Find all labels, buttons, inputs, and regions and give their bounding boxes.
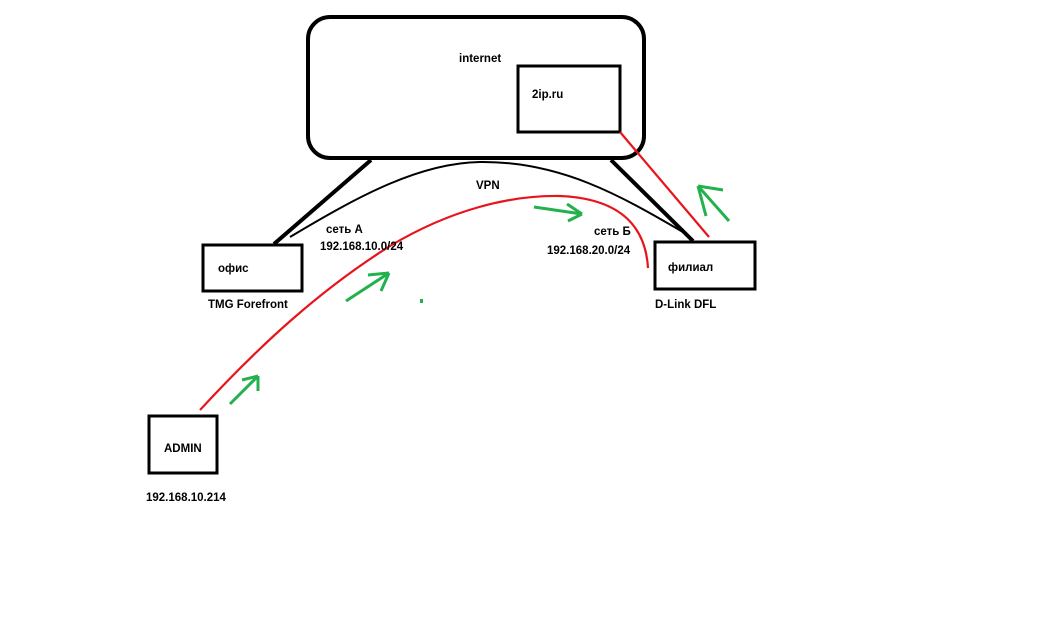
arrow-icon-3 xyxy=(533,202,583,223)
admin-ip-label: 192.168.10.214 xyxy=(146,492,227,504)
vpn-label: VPN xyxy=(476,180,500,192)
branch-uplink xyxy=(609,158,695,243)
admin-label: ADMIN xyxy=(164,443,202,455)
office-label: офис xyxy=(218,263,249,275)
arrow-icon-2 xyxy=(345,271,391,303)
office-network-addr: 192.168.10.0/24 xyxy=(320,241,404,253)
internet-label: internet xyxy=(459,53,501,65)
admin-box xyxy=(147,414,219,475)
vpn-tunnel xyxy=(289,160,689,238)
branch-network-addr: 192.168.20.0/24 xyxy=(547,245,631,257)
office-device-label: TMG Forefront xyxy=(208,299,288,311)
branch-device-label: D-Link DFL xyxy=(655,299,716,311)
office-box xyxy=(201,243,304,293)
branch-box xyxy=(653,240,757,291)
traffic-route-exit xyxy=(619,131,710,238)
office-uplink xyxy=(272,158,373,246)
arrow-icon-4 xyxy=(696,184,731,222)
server-label: 2ip.ru xyxy=(532,89,563,101)
server-box xyxy=(516,64,622,134)
arrow-icon-1 xyxy=(228,374,260,406)
branch-network-label: сеть Б xyxy=(594,226,631,238)
green-dot xyxy=(420,299,423,303)
internet-box xyxy=(306,15,646,160)
branch-label: филиал xyxy=(668,262,713,274)
traffic-route xyxy=(199,194,650,411)
office-network-label: сеть А xyxy=(326,224,363,236)
